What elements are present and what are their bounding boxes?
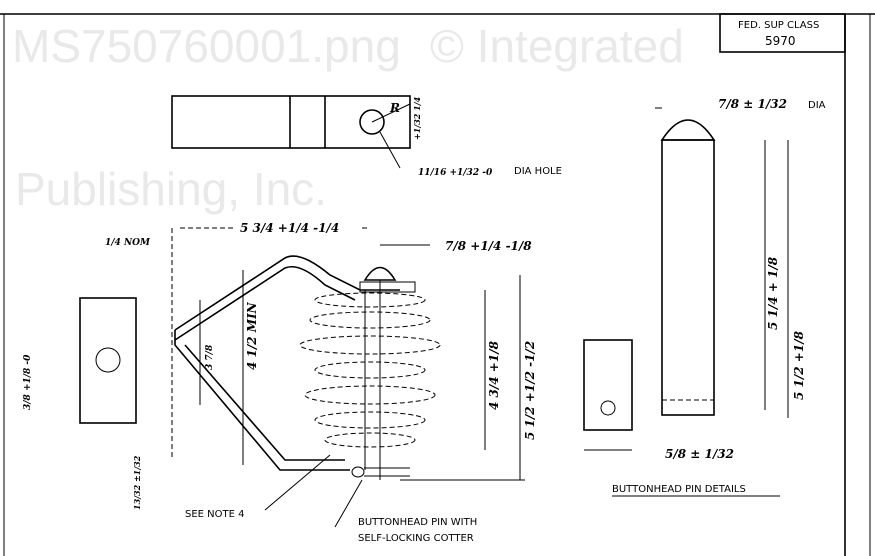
pin-head-dim: 7/8 ± 1/32 [718,97,787,111]
min-dim: 4 1/2 MIN [245,301,259,370]
watermark: © Integrated Publishing, Inc. MS75076000… [12,20,684,215]
width-dim: 5 3/4 +1/4 -1/4 [240,221,339,235]
side-thick-dim: 13/32 ±1/32 [132,455,142,510]
class-number: 5970 [765,34,796,48]
side-dim: +1/32 1/4 [412,96,422,140]
side-view: 3/8 +1/8 -0 13/32 ±1/32 [23,297,142,510]
see-note-label: SEE NOTE 4 [185,509,244,520]
head-dim: 7/8 +1/4 -1/8 [445,239,532,253]
pin-label-2: SELF-LOCKING COTTER [358,533,474,544]
watermark-line-3: MS750760001.png [12,20,401,72]
pin-dia-dim: 5/8 ± 1/32 [665,447,734,461]
inner-dim: 3 7/8 [205,344,215,370]
watermark-line-1: © Integrated [430,20,684,72]
pin-len-dim-2: 5 1/2 +1/8 [792,330,806,400]
side-width-dim: 3/8 +1/8 -0 [23,354,33,410]
hole-dim: 11/16 +1/32 -0 [418,168,493,178]
top-view: R 11/16 +1/32 -0 DIA HOLE +1/32 1/4 [171,95,562,178]
pin-head-label: DIA [808,100,826,111]
height-dim: 4 3/4 +1/8 [487,340,501,410]
spring-coils [299,292,441,448]
title-block: FED. SUP CLASS 5970 [719,13,846,53]
nom-dim: 1/4 NOM [105,238,151,248]
main-view: 1/4 NOM 5 3/4 +1/4 -1/4 7/8 +1/4 -1/8 4 … [105,221,537,544]
radius-label: R [389,101,400,115]
overall-dim: 5 1/2 +1/2 -1/2 [523,341,537,440]
class-label: FED. SUP CLASS [738,20,819,31]
watermark-line-2: Publishing, Inc. [15,163,327,215]
pin-details-title: BUTTONHEAD PIN DETAILS [612,484,746,495]
pin-details: 7/8 ± 1/32 DIA 5 1/4 + 1/8 5 1/2 +1/8 5/… [583,97,826,497]
hole-label: DIA HOLE [514,166,562,177]
pin-len-dim-1: 5 1/4 + 1/8 [766,256,780,330]
pin-label-1: BUTTONHEAD PIN WITH [358,517,477,528]
